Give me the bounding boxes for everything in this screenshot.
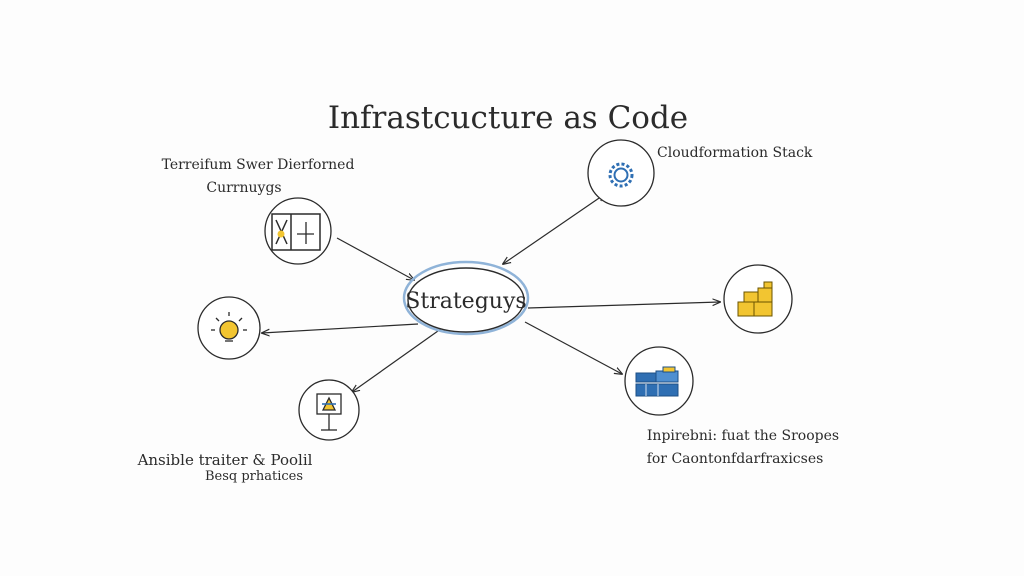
center-label: Strateguys <box>405 289 526 314</box>
connector-ansible <box>352 325 446 392</box>
connector-lightbulb <box>262 323 419 333</box>
terraform-node <box>264 197 332 265</box>
connector-terraform <box>336 237 414 280</box>
containers-icon <box>635 366 679 397</box>
cloudformation-label: Cloudformation Stack <box>657 145 813 161</box>
connector-containers <box>524 321 622 374</box>
terraform-label-line1: Terreifum Swer Dierforned <box>162 157 355 173</box>
stacked-boxes-icon <box>737 281 773 317</box>
connector-boxes <box>527 302 720 309</box>
diagram-title: Infrastcucture as Code <box>328 100 688 136</box>
boxes-node <box>723 264 793 334</box>
ansible-node <box>298 379 360 441</box>
lightbulb-icon <box>211 312 247 342</box>
containers-node <box>624 346 694 416</box>
ansible-label-line1: Ansible traiter & Poolil <box>137 451 313 469</box>
center-node: Strateguys <box>402 260 530 336</box>
ansible-label-line2: Besq prhatices <box>205 469 303 484</box>
gear-icon <box>608 162 634 188</box>
terraform-label-line2: Currnuygs <box>206 180 281 196</box>
connectors <box>262 194 720 392</box>
containers-label-line2: for Caontonfdarfraxicses <box>647 451 824 467</box>
containers-label-line1: Inpirebni: fuat the Sroopes <box>647 428 839 444</box>
cloudformation-node <box>587 139 655 207</box>
document-x-icon <box>271 213 321 251</box>
presentation-board-icon <box>316 393 342 431</box>
lightbulb-node <box>197 296 261 360</box>
connector-cloudformation <box>503 194 605 264</box>
